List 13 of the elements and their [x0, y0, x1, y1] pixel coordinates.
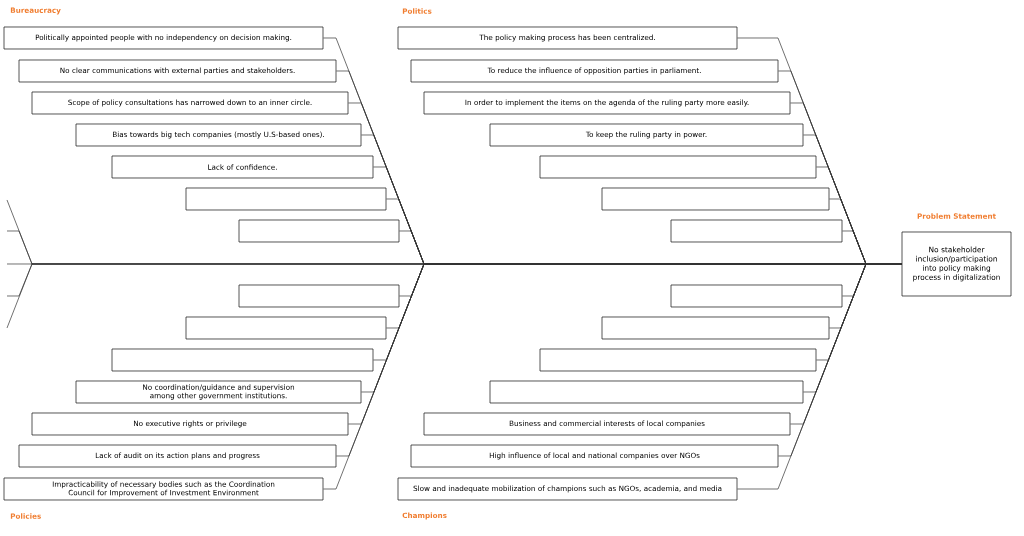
blank-box — [489, 380, 804, 404]
blank-box — [601, 187, 830, 211]
branch-line — [6, 263, 902, 329]
blank-box — [238, 284, 400, 308]
blank-box — [185, 316, 387, 340]
blank-box — [601, 316, 830, 340]
blank-box — [670, 284, 843, 308]
blank-box — [539, 348, 817, 372]
blank-box — [185, 187, 387, 211]
blank-box — [539, 155, 817, 179]
blank-box — [111, 348, 374, 372]
blank-box — [238, 219, 400, 243]
blank-box — [670, 219, 843, 243]
